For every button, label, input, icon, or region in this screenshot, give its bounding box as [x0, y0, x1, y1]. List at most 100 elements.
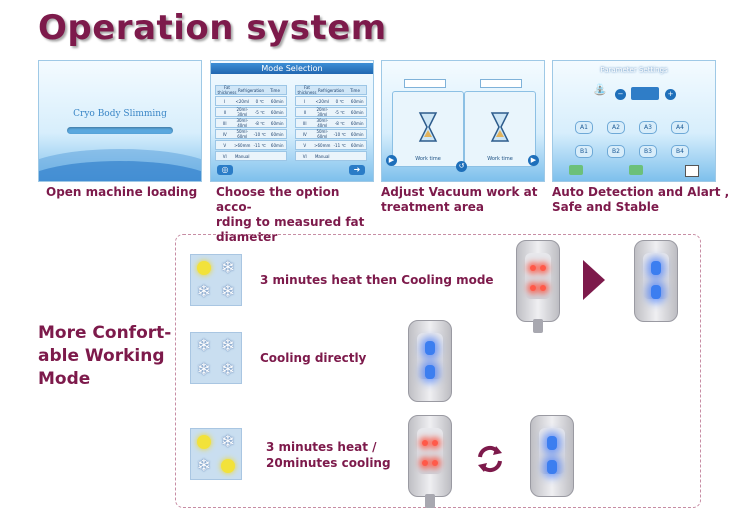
- temp-cell: -8 ℃: [334, 120, 345, 126]
- key-b1[interactable]: B1: [575, 145, 593, 158]
- red-light: [422, 460, 428, 466]
- temp-cell: -10 ℃: [253, 131, 266, 137]
- header-cell: Time: [350, 87, 360, 93]
- return-icon[interactable]: ↺: [456, 161, 467, 172]
- caption-loading: Open machine loading: [46, 185, 198, 199]
- save-icon[interactable]: [685, 165, 699, 177]
- key-a3[interactable]: A3: [639, 121, 657, 134]
- screen-mode-selection: Mode Selection Fat thickness Refrigerati…: [210, 60, 374, 182]
- work-time-label: Work time: [487, 156, 513, 162]
- fat-cell: 50ml-60ml: [236, 129, 249, 139]
- device-cool: [634, 240, 678, 322]
- blue-light: [425, 365, 435, 379]
- key-b2[interactable]: B2: [607, 145, 625, 158]
- mode-num: IV: [302, 131, 307, 137]
- left-select[interactable]: [404, 79, 446, 88]
- green-icon[interactable]: [569, 165, 583, 175]
- app-name: Cryo Body Slimming: [73, 109, 167, 119]
- play-icon[interactable]: ▶: [528, 155, 539, 166]
- fat-cell: >60mm: [234, 142, 251, 148]
- right-select[interactable]: [480, 79, 522, 88]
- key-a2[interactable]: A2: [607, 121, 625, 134]
- mode-num: I: [304, 98, 306, 104]
- fat-cell: 50ml-60ml: [316, 129, 329, 139]
- snowflake-icon: ❄: [220, 336, 236, 356]
- mode-num: II: [303, 109, 306, 115]
- loading-progress-bar: [67, 127, 173, 134]
- minus-icon[interactable]: −: [615, 89, 626, 100]
- red-light: [530, 285, 536, 291]
- screen-parameter-settings: Parameter Settings ⛲ − + A1 A2 A3 A4 B1 …: [552, 60, 716, 182]
- left-vacuum-panel: Work time: [392, 91, 464, 167]
- mode-selection-header: Mode Selection: [211, 63, 373, 74]
- key-a4[interactable]: A4: [671, 121, 689, 134]
- next-arrow-button[interactable]: ➜: [349, 165, 365, 175]
- play-icon[interactable]: ▶: [386, 155, 397, 166]
- snowflake-icon: ❄: [220, 258, 236, 278]
- table-header-row: Fat thickness Refrigeration Time: [295, 85, 367, 95]
- cycle-arrows-icon: [478, 445, 502, 473]
- snowflake-icon: ❄: [220, 432, 236, 452]
- device-cup: [525, 253, 551, 299]
- sun-icon: [197, 261, 211, 275]
- device-cup: [417, 428, 443, 474]
- time-cell: 60min: [350, 109, 364, 115]
- device-stem: [533, 319, 543, 333]
- heat-then-cool-icon: ❄ ❄ ❄: [190, 254, 242, 306]
- caption-mode-selection: Choose the option acco- rding to measure…: [216, 185, 365, 244]
- header-cell: Refrigeration: [318, 87, 344, 93]
- page-title: Operation system: [38, 8, 387, 48]
- sun-icon: [221, 459, 235, 473]
- sun-icon: [197, 435, 211, 449]
- time-cell: 60min: [270, 98, 284, 104]
- temp-cell: -10 ℃: [333, 131, 346, 137]
- red-light: [432, 440, 438, 446]
- table-header-row: Fat thickness Refrigeration Time: [215, 85, 287, 95]
- fat-cell: Manual: [314, 153, 330, 159]
- screen-vacuum: Work time Work time ▶ ↺ ▶: [381, 60, 545, 182]
- green-icon[interactable]: [629, 165, 643, 175]
- device-cool: [408, 320, 452, 402]
- fat-cell: 20ml-30ml: [236, 107, 249, 117]
- key-b3[interactable]: B3: [639, 145, 657, 158]
- header-cell: Fat thickness: [297, 85, 317, 95]
- red-light: [540, 265, 546, 271]
- modes-heading: More Confort- able Working Mode: [38, 323, 172, 389]
- header-cell: Time: [270, 87, 280, 93]
- device-heat: [408, 415, 452, 508]
- snowflake-icon: ❄: [196, 456, 212, 476]
- mode-num: VI: [222, 153, 227, 159]
- time-cell: 60min: [350, 131, 364, 137]
- mode-row[interactable]: IV 50ml-60ml -10 ℃ 60min: [295, 129, 367, 139]
- temp-cell: -11 ℃: [253, 142, 266, 148]
- caption-parameter-settings: Auto Detection and Alart , Safe and Stab…: [552, 185, 730, 214]
- plus-icon[interactable]: +: [665, 89, 676, 100]
- mode-label-1: 3 minutes heat then Cooling mode: [260, 273, 494, 287]
- red-light: [432, 460, 438, 466]
- back-button[interactable]: ◎: [217, 165, 233, 175]
- snowflake-icon: ❄: [196, 360, 212, 380]
- key-b4[interactable]: B4: [671, 145, 689, 158]
- key-a1[interactable]: A1: [575, 121, 593, 134]
- caption-vacuum: Adjust Vacuum work at treatment area: [381, 185, 538, 214]
- device-heat: [516, 240, 560, 333]
- value-display: [631, 87, 659, 100]
- header-cell: Fat thickness: [217, 85, 237, 95]
- mode-label-3: 3 minutes heat / 20minutes cooling: [266, 440, 391, 470]
- time-cell: 60min: [350, 98, 364, 104]
- mode-num: I: [224, 98, 226, 104]
- heat-cool-cycle-icon: ❄ ❄: [190, 428, 242, 480]
- mode-num: III: [302, 120, 307, 126]
